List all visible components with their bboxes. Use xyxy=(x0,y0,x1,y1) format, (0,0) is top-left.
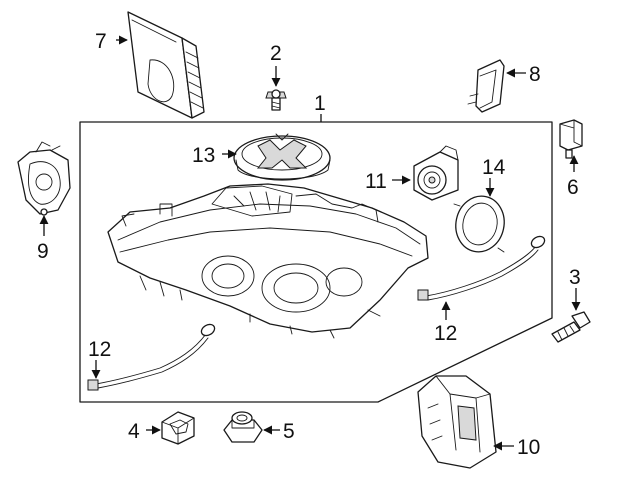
callout-13: 13 xyxy=(192,144,215,167)
callout-2: 2 xyxy=(270,42,282,65)
connector-part-6 xyxy=(559,119,583,159)
callout-6: 6 xyxy=(567,176,579,199)
callout-7: 7 xyxy=(95,30,107,53)
wire-harness-part-12-left xyxy=(87,323,216,391)
headlamp-housing xyxy=(107,183,429,339)
callout-3: 3 xyxy=(569,266,581,289)
wire-harness-part-12-right xyxy=(417,235,546,301)
adjuster-part-9 xyxy=(17,141,71,216)
callout-9: 9 xyxy=(37,240,49,263)
callout-5: 5 xyxy=(283,420,295,443)
callout-leaders xyxy=(39,35,581,451)
callout-8: 8 xyxy=(529,63,541,86)
rear-cover-part-10 xyxy=(417,375,497,469)
callout-labels: 1 2 3 4 5 6 7 8 9 10 11 12 12 13 14 xyxy=(37,30,581,459)
ring-part-14 xyxy=(453,195,505,253)
screw-part-2 xyxy=(265,89,287,111)
callout-11: 11 xyxy=(365,170,387,193)
callout-1: 1 xyxy=(314,92,326,115)
module-part-8 xyxy=(467,59,505,113)
bushing-part-5 xyxy=(223,411,263,443)
motor-part-11 xyxy=(413,145,459,201)
callout-14: 14 xyxy=(482,156,506,179)
callout-12-right: 12 xyxy=(434,322,457,345)
callout-12-left: 12 xyxy=(88,338,111,361)
callout-10: 10 xyxy=(517,436,540,459)
cap-part-13 xyxy=(233,133,331,181)
callout-4: 4 xyxy=(128,420,140,443)
assembly-frame xyxy=(79,121,553,403)
screw-part-3 xyxy=(551,311,591,343)
control-unit-part-7 xyxy=(127,11,205,119)
clip-nut-part-4 xyxy=(161,411,195,445)
